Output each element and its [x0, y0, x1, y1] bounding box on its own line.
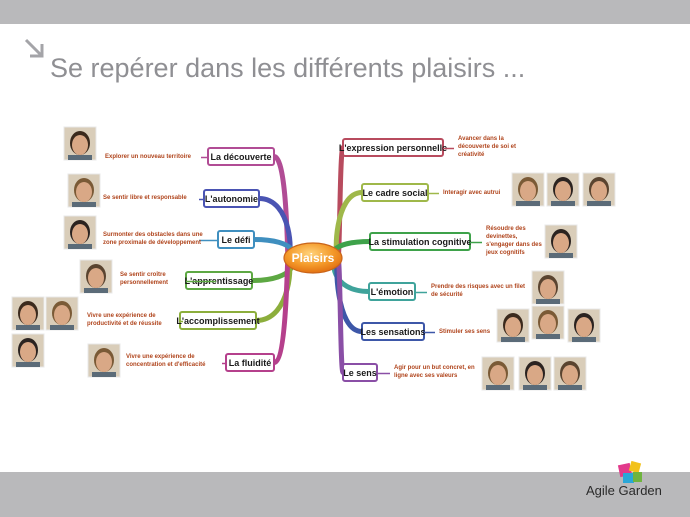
node-note: s'engager dans des [486, 242, 542, 248]
mindmap-node: L'émotion Prendre des risques avec un fil… [368, 282, 525, 301]
person-photo-icon [531, 305, 565, 340]
node-label: L'autonomie [205, 194, 258, 204]
node-note: Explorer un nouveau territoire [105, 154, 192, 160]
node-note: Prendre des risques avec un filet [431, 284, 525, 290]
node-note: Vivre une expérience de [87, 313, 156, 319]
node-label: Le cadre social [362, 188, 427, 198]
node-note: Se sentir croître [120, 272, 166, 278]
node-note: devinettes, [486, 234, 518, 240]
person-photo-icon [567, 308, 601, 343]
node-note: Vivre une expérience de [126, 354, 195, 360]
person-photo-icon [79, 259, 113, 294]
brand-name: Agile Garden [586, 483, 662, 498]
person-photo-icon [531, 270, 565, 305]
node-note: Se sentir libre et responsable [103, 195, 187, 201]
node-label: La fluidité [229, 358, 272, 368]
top-bar [0, 0, 690, 24]
person-photo-icon [546, 172, 580, 207]
person-photo-icon [582, 172, 616, 207]
mindmap-node: L'accomplissement Vivre une expérience de… [87, 311, 260, 330]
central-node-label: Plaisirs [292, 251, 335, 265]
mindmap-node: L'apprentissage Se sentir croître personne… [120, 271, 254, 290]
node-note: Agir pour un but concret, en [394, 365, 475, 371]
person-photo-icon [518, 356, 552, 391]
node-label: La stimulation cognitive [368, 237, 471, 247]
mindmap-node: La fluidité Vivre une expérience de concen… [126, 353, 275, 372]
node-note: jeux cognitifs [485, 250, 525, 256]
node-note: productivité et de réussite [87, 321, 162, 327]
node-label: L'émotion [371, 287, 414, 297]
node-label: Les sensations [360, 327, 425, 337]
person-photo-icon [496, 308, 530, 343]
person-photo-icon [553, 356, 587, 391]
node-note: concentration et d'efficacité [126, 362, 206, 368]
node-note: de sécurité [431, 292, 463, 298]
node-note: personnellement [120, 280, 168, 286]
node-note: zone proximale de développement [103, 240, 201, 246]
mindmap-node: Le défi Surmonter des obstacles dans une z… [103, 230, 255, 249]
node-note: Résoudre des [486, 226, 526, 232]
mindmap-node: Le cadre social Interagir avec autrui [361, 183, 501, 202]
bottom-bar [0, 472, 690, 517]
person-photo-icon [87, 343, 121, 378]
mindmap-node: La stimulation cognitive Résoudre des devi… [368, 226, 542, 256]
person-photo-icon [45, 296, 79, 331]
agile-garden-logo-icon [617, 460, 642, 483]
node-label: L'apprentissage [185, 276, 254, 286]
mindmap-node: Les sensations Stimuler ses sens [360, 322, 491, 341]
node-label: Le défi [221, 235, 250, 245]
node-note: Avancer dans la [458, 136, 504, 142]
mindmap-node: Le sens Agir pour un but concret, en ligne… [342, 363, 475, 382]
arrow-down-right-icon [24, 38, 44, 58]
node-note: découverte de soi et [458, 144, 516, 150]
node-note: Surmonter des obstacles dans une [103, 232, 203, 238]
node-note: créativité [458, 152, 485, 158]
person-photo-icon [511, 172, 545, 207]
person-photo-icon [67, 173, 101, 208]
mindmap-node: L'autonomie Se sentir libre et responsabl… [103, 189, 260, 208]
person-photo-icon [544, 224, 578, 259]
person-photo-icon [481, 356, 515, 391]
node-label: Le sens [343, 368, 377, 378]
node-note: Interagir avec autrui [443, 190, 501, 196]
central-node: Plaisirs [283, 242, 343, 274]
node-label: La découverte [210, 152, 271, 162]
node-note: Stimuler ses sens [439, 329, 491, 335]
node-label: L'expression personnelle [339, 143, 447, 153]
node-note: ligne avec ses valeurs [394, 373, 458, 379]
slide-title: Se repérer dans les différents plaisirs … [50, 53, 526, 83]
person-photo-icon [63, 126, 97, 161]
mindmap-node: La découverte Explorer un nouveau territo… [105, 147, 275, 166]
person-photo-icon [11, 333, 45, 368]
node-label: L'accomplissement [176, 316, 259, 326]
person-photo-icon [63, 215, 97, 250]
mindmap-node: L'expression personnelle Avancer dans la d… [339, 136, 516, 158]
branch-connector [335, 255, 346, 375]
person-photo-icon [11, 296, 45, 331]
